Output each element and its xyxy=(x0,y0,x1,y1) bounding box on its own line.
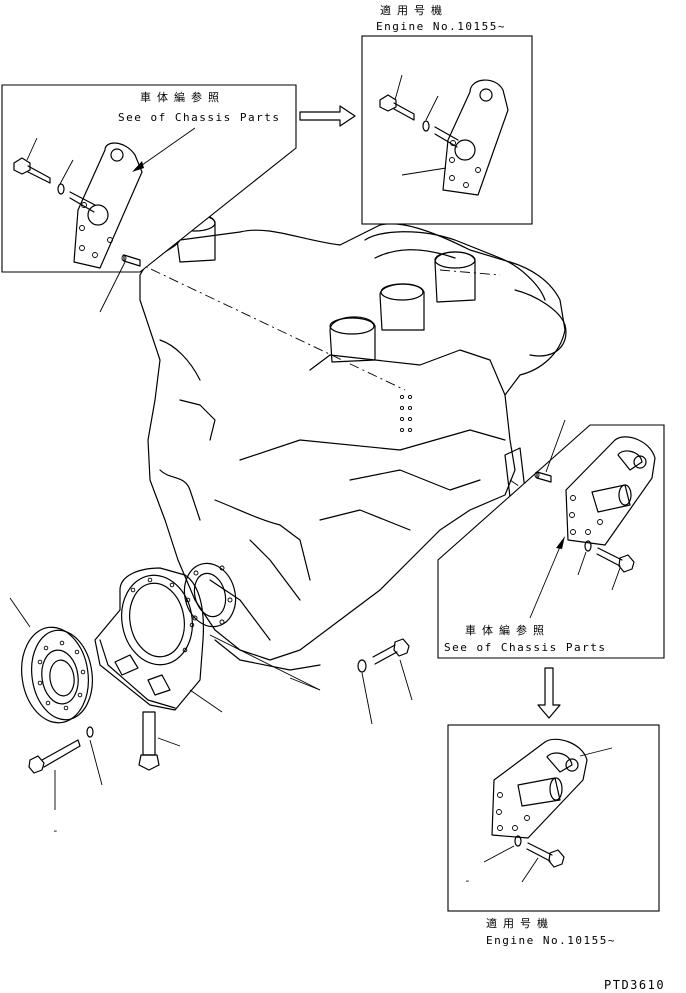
applicable-bottom-jp: 適用号機 xyxy=(486,916,554,930)
chassis-left-en: See of Chassis Parts xyxy=(118,111,280,124)
dash-mark-right: - xyxy=(464,874,472,887)
applicable-engine-box-top xyxy=(361,35,533,225)
chassis-right-en: See of Chassis Parts xyxy=(444,641,606,654)
drawing-code: PTD3610 xyxy=(604,978,665,992)
box-outline xyxy=(1,84,297,273)
centerline-top xyxy=(439,269,501,276)
applicable-engine-box-bottom xyxy=(447,724,660,912)
box-outline xyxy=(447,724,660,912)
leader-line xyxy=(209,634,321,691)
front-flange-group xyxy=(9,597,93,724)
dash-mark-left: - xyxy=(52,824,60,837)
chassis-parts-box-left xyxy=(1,84,297,313)
arrow-right xyxy=(299,105,356,127)
lower-vertical-bolt xyxy=(138,711,181,771)
applicable-top-en: Engine No.10155~ xyxy=(376,20,506,33)
chassis-parts-box-right xyxy=(437,419,665,659)
applicable-bottom-en: Engine No.10155~ xyxy=(486,934,616,947)
chassis-left-jp: 車体編参照 xyxy=(140,90,225,104)
box-outline xyxy=(361,35,533,225)
centerline-left xyxy=(114,251,406,391)
lower-left-bolt xyxy=(28,726,103,810)
box-outline xyxy=(437,424,665,659)
arrow-down xyxy=(537,667,561,719)
front-support-housing xyxy=(94,567,223,713)
engine-body xyxy=(139,213,567,671)
lower-right-bolt xyxy=(357,638,413,725)
applicable-top-jp: 適用号機 xyxy=(380,3,448,17)
chassis-right-jp: 車体編参照 xyxy=(465,623,550,637)
